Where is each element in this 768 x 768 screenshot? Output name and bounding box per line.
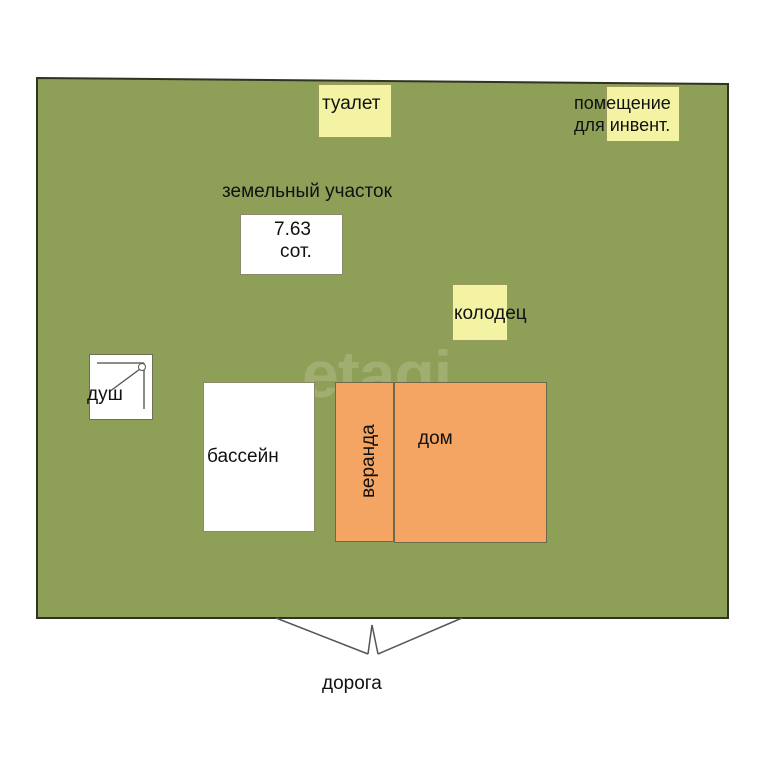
- house-label: дом: [418, 428, 453, 449]
- land-label: земельный участок: [222, 181, 392, 202]
- veranda-box: [335, 382, 394, 542]
- shower-label: душ: [87, 384, 123, 405]
- area-unit: сот.: [280, 241, 312, 262]
- area-box: [240, 214, 343, 275]
- pool-label: бассейн: [207, 446, 279, 467]
- road-label: дорога: [322, 673, 382, 694]
- veranda-label: веранда: [358, 424, 379, 498]
- house-box: [394, 382, 547, 543]
- area-value: 7.63: [274, 219, 311, 240]
- storage-label-line1: помещение: [574, 93, 671, 113]
- toilet-label: туалет: [322, 93, 381, 114]
- toilet-box: [318, 84, 392, 138]
- road-entry: [275, 617, 463, 655]
- pool-box: [203, 382, 315, 532]
- well-box: [452, 284, 508, 341]
- storage-box: [606, 86, 680, 142]
- well-label: колодец: [454, 303, 527, 324]
- storage-label-line2: для инвент.: [574, 115, 671, 135]
